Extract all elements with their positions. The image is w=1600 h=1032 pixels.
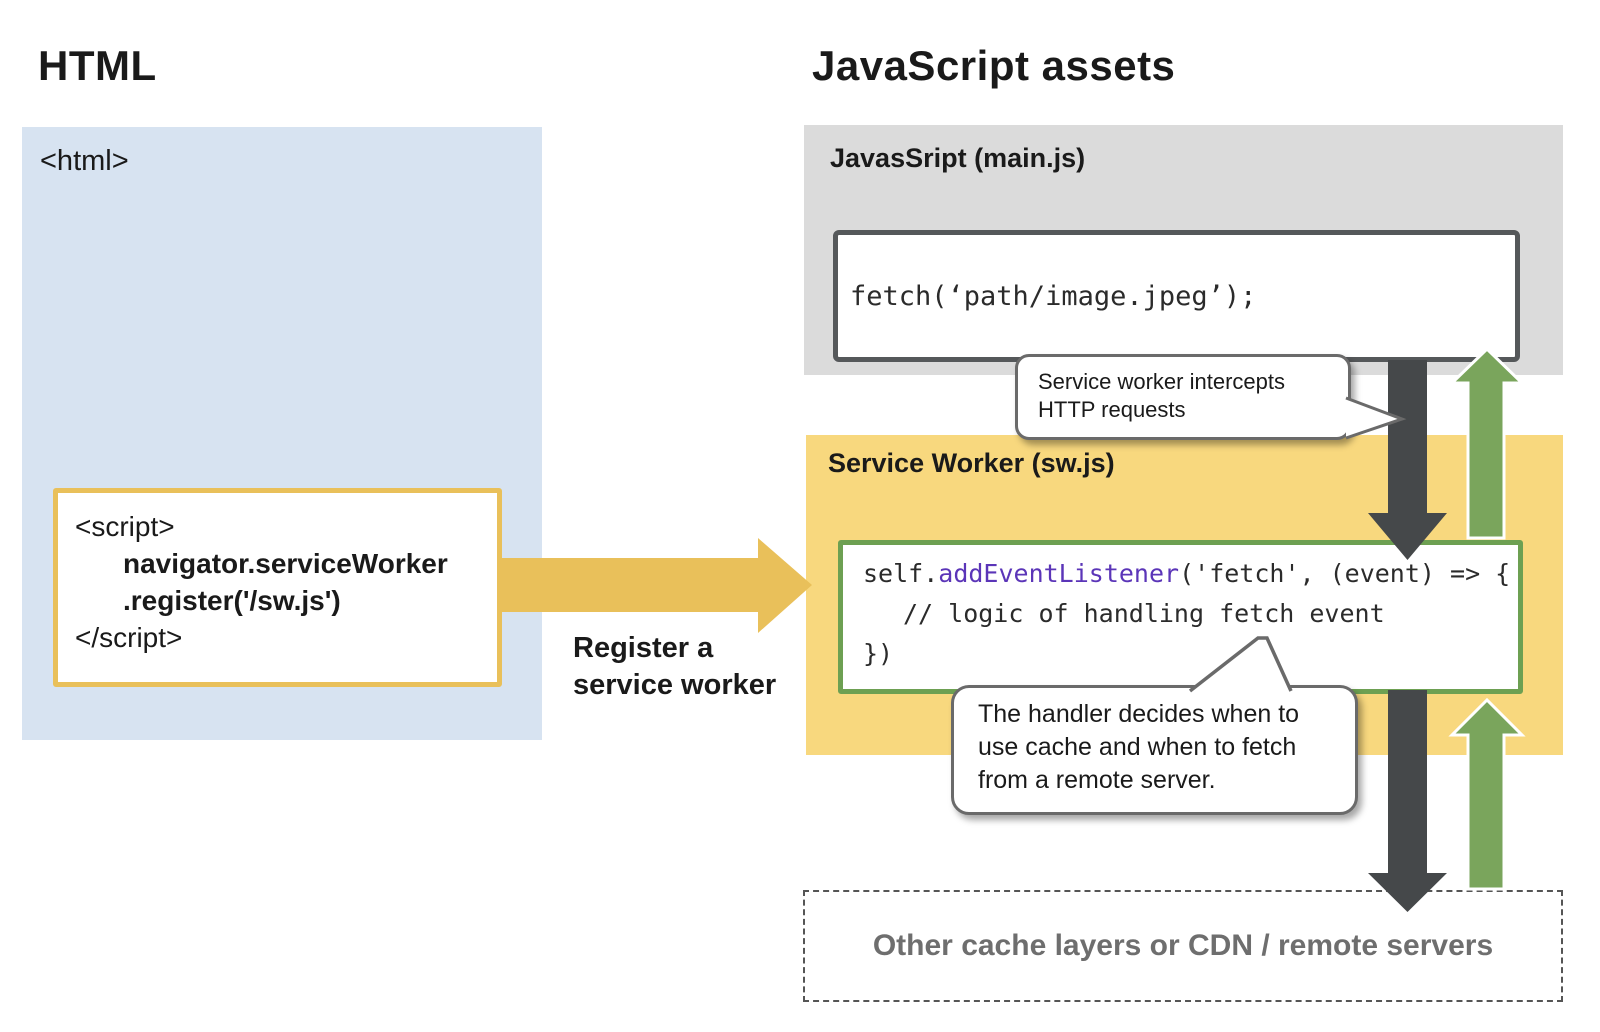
sw-code: self.addEventListener('fetch', (event) =… [863,554,1510,674]
script-close-tag: </script> [75,622,183,653]
register-script-code: <script> navigator.serviceWorker .regist… [75,508,448,656]
service-worker-title: Service Worker (sw.js) [828,448,1115,478]
addeventlistener-keyword: addEventListener [938,559,1180,588]
js-assets-heading: JavaScript assets [812,42,1176,89]
register-arrow [502,538,812,633]
intercept-bubble-pointer [1345,396,1407,440]
sw-code-line3: }) [863,639,894,668]
sw-code-line2: // logic of handling fetch event [903,599,1385,628]
html-tag-label: <html> [40,145,129,177]
sw-code-line1: self.addEventListener('fetch', (event) =… [863,559,1511,588]
register-arrow-label: Register a service worker [573,632,777,701]
cache-layers-label: Other cache layers or CDN / remote serve… [872,929,1494,962]
mainjs-title: JavasSript (main.js) [830,143,1086,173]
script-code-line: .register('/sw.js') [123,585,341,616]
intercept-bubble: Service worker intercepts HTTP requests [1015,354,1351,440]
cache-layers-box: Other cache layers or CDN / remote serve… [803,890,1563,1002]
script-code-line: navigator.serviceWorker [123,548,448,579]
fetch-code: fetch(‘path/image.jpeg’); [850,280,1257,312]
register-script-box [53,488,502,687]
script-open-tag: <script> [75,511,175,542]
handler-bubble: The handler decides when to use cache an… [951,685,1358,815]
sw-code-box [838,540,1523,694]
fetch-code-box: fetch(‘path/image.jpeg’); [833,230,1520,362]
html-heading: HTML [38,42,157,89]
